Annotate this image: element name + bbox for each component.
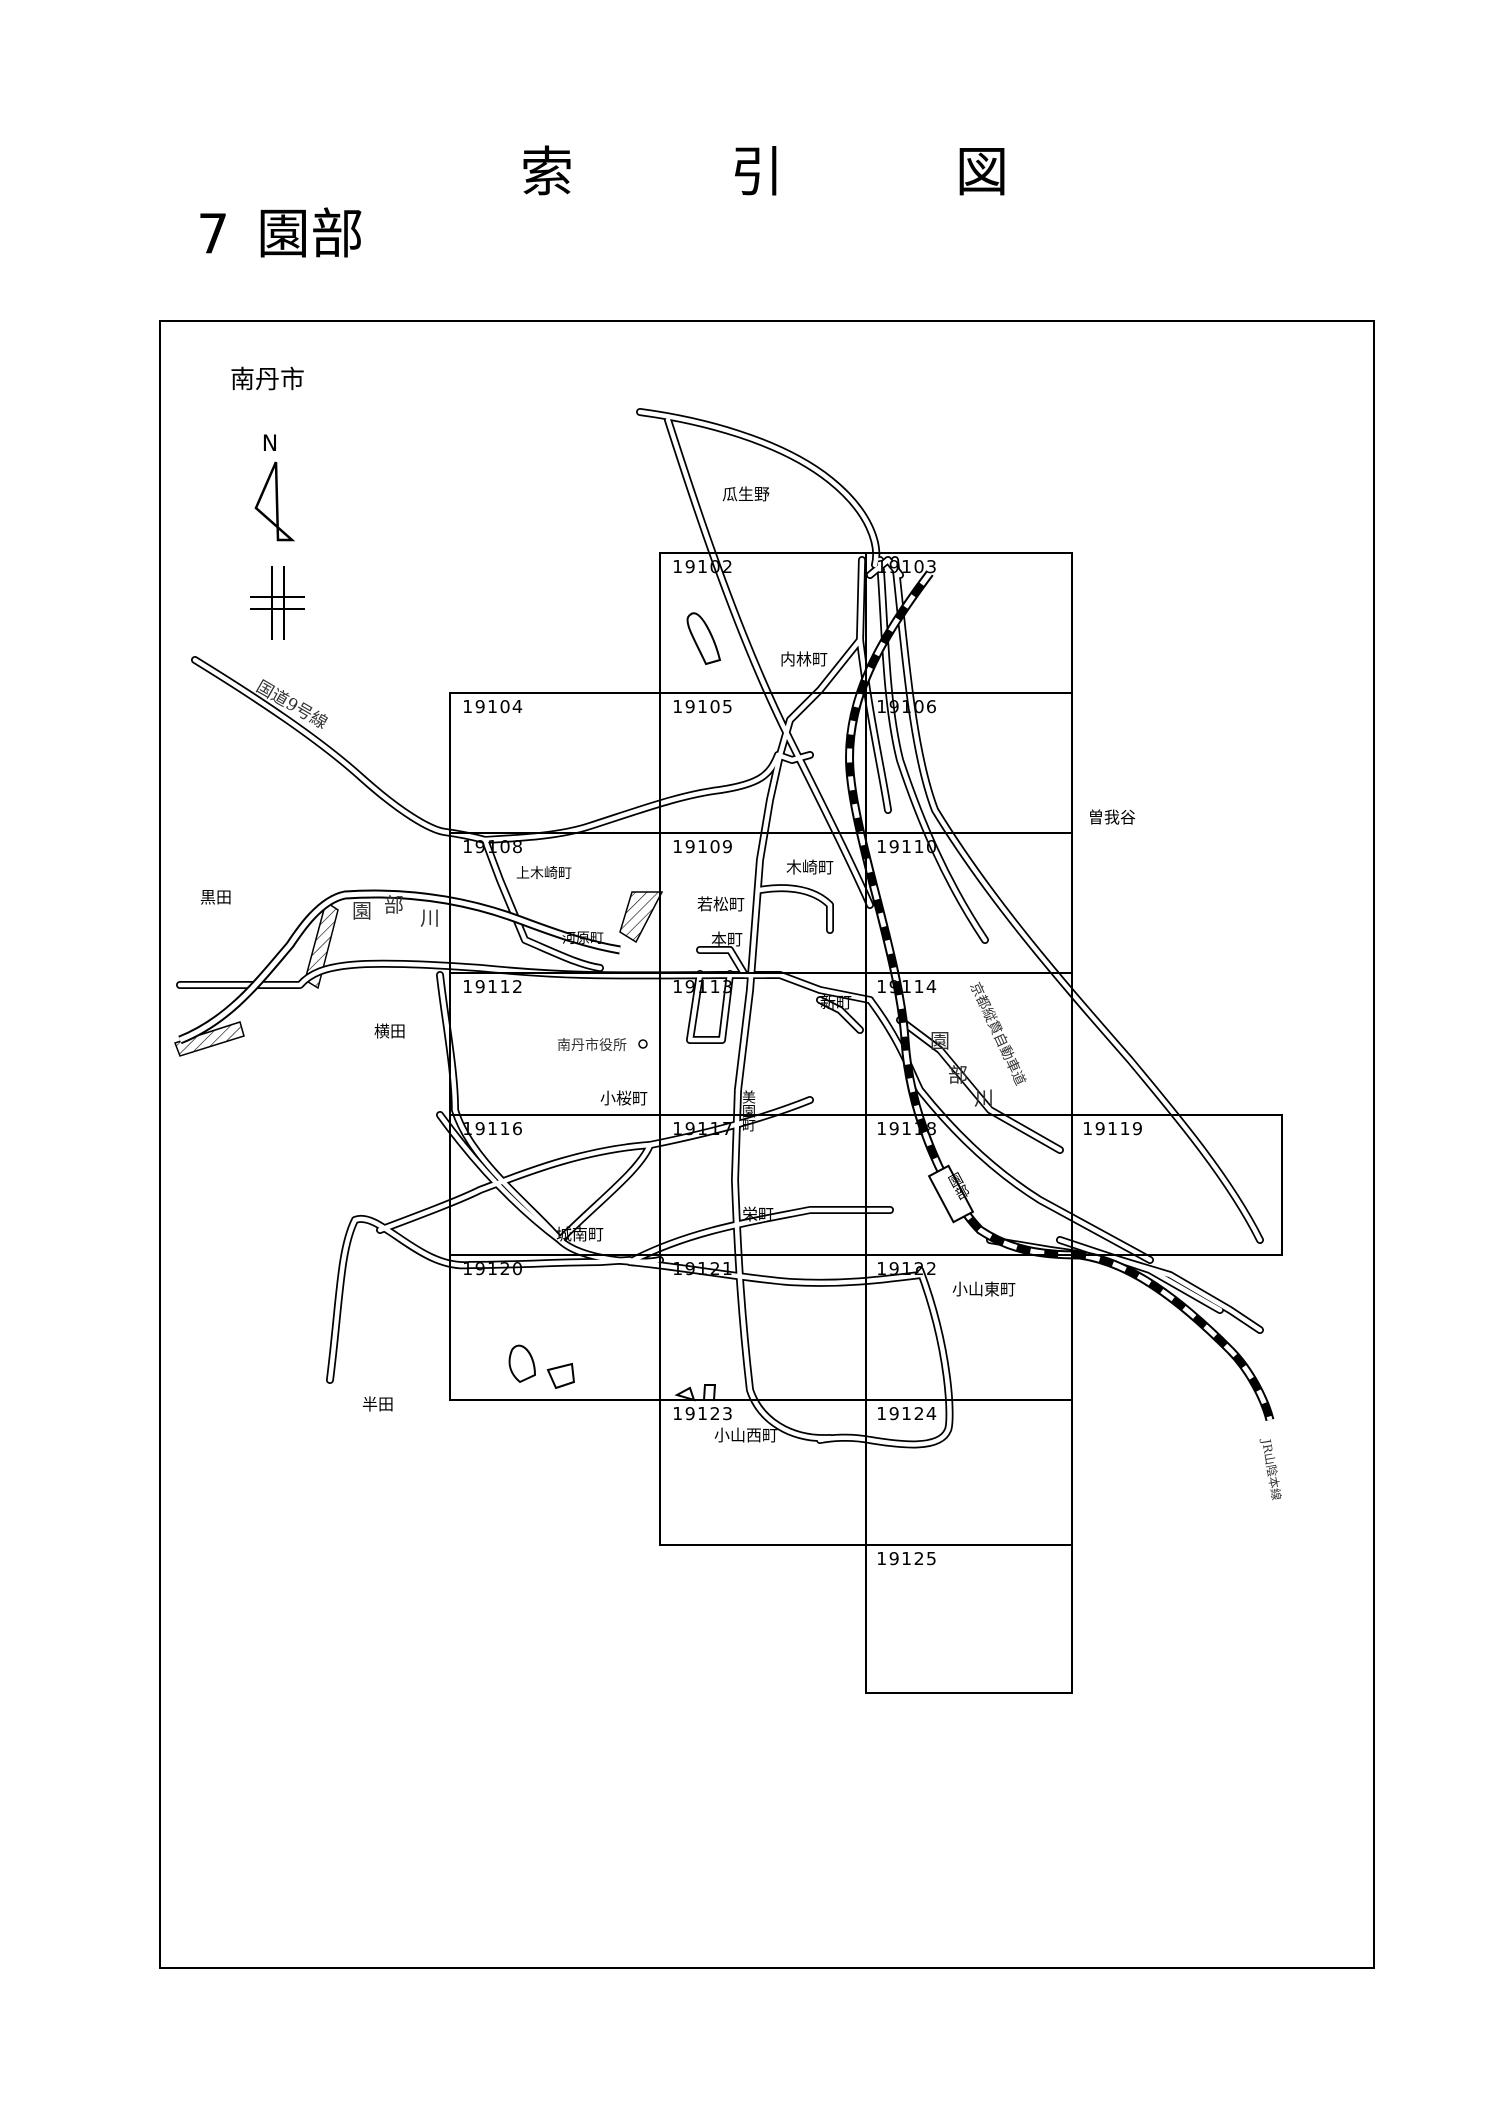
sheet-label-19110: 19110: [876, 837, 938, 858]
area-number: 7: [196, 203, 231, 266]
sheet-grid: [449, 552, 1283, 1694]
sheet-label-19125: 19125: [876, 1549, 938, 1570]
area-name: 園部: [256, 203, 365, 266]
label-honmachi: 本町: [711, 930, 743, 949]
label-kuroda: 黒田: [200, 888, 232, 907]
north-arrow: N: [250, 432, 305, 640]
map-frame: [159, 320, 1375, 1969]
sheet-label-19105: 19105: [672, 697, 734, 718]
river-char-4: 園: [930, 1029, 950, 1053]
sheet-label-19108: 19108: [462, 837, 524, 858]
label-kamikizaki: 上木崎町: [516, 866, 572, 882]
pond-south-3: [674, 1384, 717, 1402]
label-wakamatsu: 若松町: [697, 895, 745, 914]
sheet-label-19124: 19124: [876, 1404, 938, 1425]
label-kozakura: 小桜町: [600, 1089, 648, 1108]
sheet-label-19123: 19123: [672, 1404, 734, 1425]
label-expressway: 京都縦貫自動車道: [966, 980, 1029, 1089]
sheet-label-19104: 19104: [462, 697, 524, 718]
sheet-label-19118: 19118: [876, 1119, 938, 1140]
river-char-1: 園: [352, 899, 372, 923]
river-areas: [174, 612, 722, 1402]
river-bank-southwest: [174, 1021, 245, 1057]
label-kizaki: 木崎町: [786, 858, 834, 877]
label-sogadani: 曽我谷: [1088, 808, 1136, 827]
crossroad-symbol-icon: [250, 566, 305, 640]
jr-sanin-line: [845, 570, 1275, 1422]
river-char-3: 川: [420, 906, 440, 930]
label-handa: 半田: [362, 1395, 394, 1414]
north-arrow-icon: [254, 461, 296, 542]
sheet-label-19120: 19120: [462, 1259, 524, 1280]
sheet-label-19116: 19116: [462, 1119, 524, 1140]
river-label: 園 部 川 園 部 川: [352, 893, 994, 1110]
label-jonan: 城南町: [556, 1225, 604, 1244]
city-hall-icon: [638, 1039, 648, 1049]
sheet-label-19117: 19117: [672, 1119, 734, 1140]
river-char-6: 川: [974, 1086, 994, 1110]
label-kawara: 河原町: [562, 931, 604, 947]
title-char-2: 引: [730, 141, 784, 204]
pond-north: [686, 612, 722, 666]
label-city-hall: 南丹市役所: [557, 1037, 627, 1054]
pond-south-1: [508, 1344, 537, 1384]
title-char-1: 索: [520, 141, 574, 204]
label-misono: 美園町: [740, 1090, 756, 1132]
sheet-label-19113: 19113: [672, 977, 734, 998]
sheet-label-19122: 19122: [876, 1259, 938, 1280]
north-label: N: [262, 432, 278, 457]
sheet-label-19112: 19112: [462, 977, 524, 998]
pond-south-2: [546, 1362, 576, 1390]
label-koyamahigashi: 小山東町: [952, 1280, 1016, 1299]
sheet-label-19121: 19121: [672, 1259, 734, 1280]
index-map-title: 索 引 図: [520, 138, 1020, 208]
river-char-2: 部: [384, 893, 404, 917]
sheet-label-19109: 19109: [672, 837, 734, 858]
area-subtitle: 7 園部: [196, 202, 364, 268]
river-bank-central: [619, 891, 664, 944]
label-sakae: 栄町: [742, 1205, 774, 1224]
sheet-label-19106: 19106: [876, 697, 938, 718]
label-rail: JR山陰本線: [1259, 1436, 1285, 1501]
label-yokota: 横田: [374, 1022, 406, 1041]
label-uchibayashi: 内林町: [780, 650, 828, 669]
place-labels: 瓜生野 内林町 曽我谷 黒田 上木崎町 木崎町 若松町 河原町 本町 新町 横田…: [200, 485, 1136, 1445]
label-uryuno: 瓜生野: [722, 485, 770, 504]
sheet-label-19103: 19103: [876, 557, 938, 578]
label-koyamanishi: 小山西町: [714, 1426, 778, 1445]
river-bank-west: [304, 900, 339, 990]
river-char-5: 部: [948, 1063, 968, 1087]
sonobe-river: [178, 889, 621, 1045]
title-char-3: 図: [955, 141, 1009, 204]
sheet-labels: 19102 19103 19104 19105 19106 19108 19109 19110…: [462, 557, 1144, 1570]
sheet-label-19114: 19114: [876, 977, 938, 998]
sheet-label-19119: 19119: [1082, 1119, 1144, 1140]
sheet-label-19102: 19102: [672, 557, 734, 578]
city-label: 南丹市: [230, 365, 306, 394]
label-shinmachi: 新町: [820, 993, 852, 1012]
sonobe-station-icon: [927, 1164, 975, 1224]
